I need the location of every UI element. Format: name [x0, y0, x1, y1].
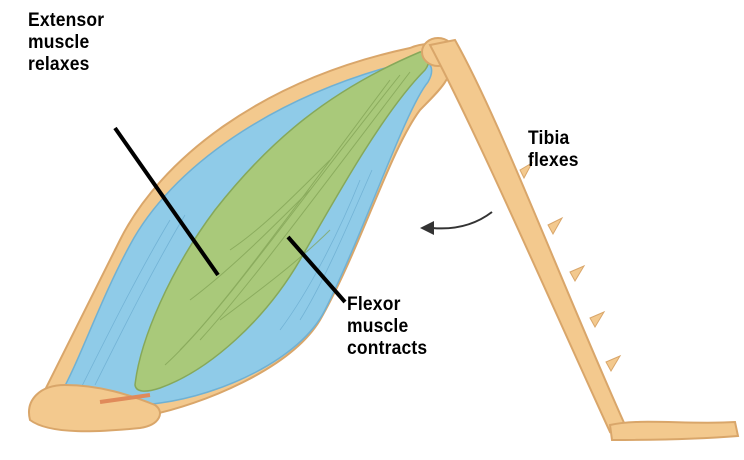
extensor-label-line-1: Extensor	[28, 10, 104, 32]
tibia-segment	[430, 40, 625, 432]
arrow-head-icon	[420, 221, 434, 235]
flexion-arrow	[432, 212, 492, 228]
extensor-label-line-3: relaxes	[28, 54, 104, 76]
tibia-label-line-1: Tibia	[528, 128, 579, 150]
extensor-label: Extensor muscle relaxes	[28, 10, 104, 76]
flexor-label-line-1: Flexor	[347, 294, 427, 316]
flexor-label-line-3: contracts	[347, 338, 427, 360]
extensor-label-line-2: muscle	[28, 32, 104, 54]
flexor-label: Flexor muscle contracts	[347, 294, 427, 360]
tibia-label-line-2: flexes	[528, 150, 579, 172]
tarsus-segment	[610, 422, 738, 440]
tibia-label: Tibia flexes	[528, 128, 579, 172]
flexor-label-line-2: muscle	[347, 316, 427, 338]
